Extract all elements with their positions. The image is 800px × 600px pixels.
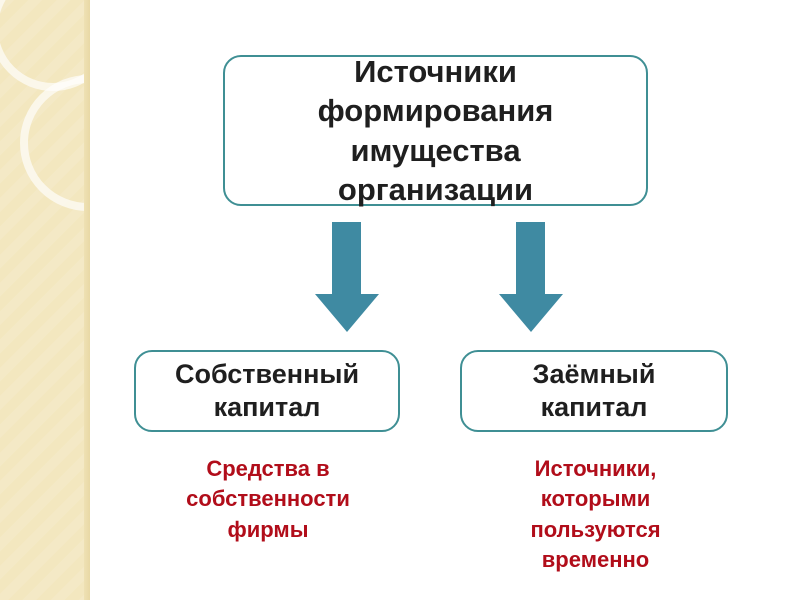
main-concept-box: Источники формирования имущества организ… <box>223 52 648 209</box>
decorative-side-band <box>0 0 90 600</box>
borrowed-description-line-2: которыми <box>540 486 651 512</box>
own-capital-line-1: Собственный <box>174 359 360 390</box>
borrowed-capital-line-1: Заёмный <box>532 359 656 390</box>
main-concept-line-2: формирования <box>317 93 554 129</box>
borrowed-capital-line-2: капитал <box>540 392 648 422</box>
main-concept-line-1: Источники <box>354 53 517 89</box>
main-concept-line-3: имущества <box>350 132 521 168</box>
borrowed-description-line-4: временно <box>541 547 650 573</box>
own-capital-text: Собственный капитал <box>175 358 359 424</box>
main-concept-line-4: организации <box>337 171 534 207</box>
borrowed-description-line-1: Источники, <box>534 456 657 481</box>
borrowed-capital-box: Заёмный капитал <box>460 350 728 432</box>
own-description-line-3: фирмы <box>227 516 309 542</box>
arrow-down-icon <box>499 222 563 332</box>
own-description-line-1: Средства в <box>206 456 330 481</box>
arrow-down-shape-left <box>315 222 379 332</box>
own-capital-description: Средства в собственности фирмы <box>158 454 378 545</box>
arrow-down-icon <box>315 222 379 332</box>
arrow-down-shape-right <box>499 222 563 332</box>
own-capital-box: Собственный капитал <box>134 350 400 432</box>
own-capital-line-2: капитал <box>213 392 321 422</box>
ring-icon <box>0 0 90 91</box>
main-concept-text: Источники формирования имущества организ… <box>318 52 554 209</box>
borrowed-description-line-3: пользуются <box>530 516 661 542</box>
own-description-line-2: собственности <box>186 486 350 512</box>
borrowed-capital-description: Источники, которыми пользуются временно <box>503 454 688 575</box>
borrowed-capital-text: Заёмный капитал <box>533 358 656 424</box>
